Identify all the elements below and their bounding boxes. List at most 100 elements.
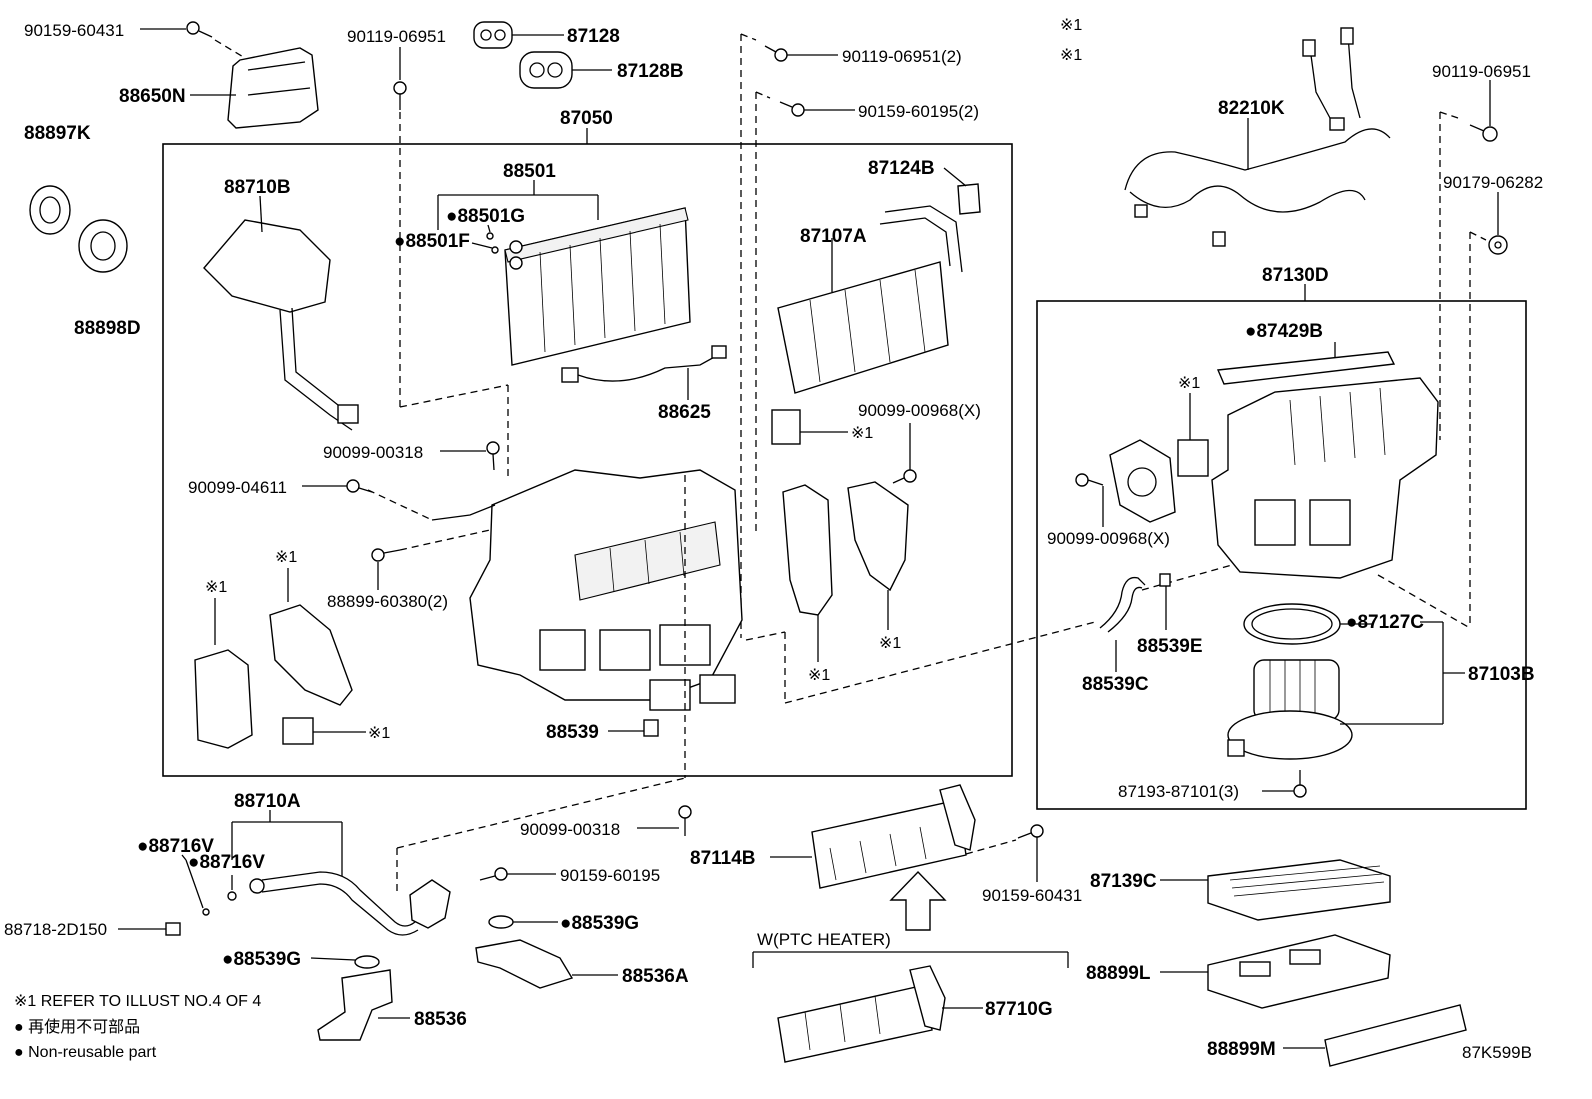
part-label-90159-60431: 90159-60431 (24, 21, 124, 40)
grommet-87128B-part (519, 51, 573, 89)
sensor-88625-part (561, 345, 727, 383)
screw-icon (346, 479, 373, 493)
reference-mark: ※1 (368, 725, 390, 742)
part-label-87139C: 87139C (1090, 871, 1157, 892)
wire-harness-82210K-part (1124, 27, 1391, 247)
screw-icon (393, 81, 407, 110)
legend-non-reusable-jp: ● 再使用不可部品 (14, 1018, 140, 1036)
part-label-88539: 88539 (546, 722, 599, 743)
screw-icon (479, 867, 508, 881)
ptc-heater-variant-label: W(PTC HEATER) (757, 930, 891, 949)
illustration-code: 87K599B (1462, 1043, 1532, 1062)
part-label-88501F: ●88501F (394, 231, 470, 252)
nut-icon (1488, 235, 1508, 255)
part-label-90099-04611: 90099-04611 (188, 478, 287, 497)
grommet-88539G-part (488, 915, 514, 929)
part-label-87050: 87050 (560, 108, 613, 129)
part-label-88539C: 88539C (1082, 674, 1149, 695)
part-label-87127C: ●87127C (1346, 612, 1424, 633)
part-label-90119-06951-right: 90119-06951 (1432, 62, 1531, 81)
blower-case-87130D-part (1211, 377, 1439, 579)
reference-mark: ※1 (205, 579, 227, 596)
seal-88897K-part (29, 185, 71, 235)
actuator-part (782, 484, 833, 662)
part-label-88710A: 88710A (234, 791, 301, 812)
part-label-90099-00968-x: 90099-00968(X) (858, 401, 981, 420)
reference-mark: ※1 (851, 425, 873, 442)
air-filter-87139C-part (1207, 859, 1391, 921)
screw-icon (486, 441, 500, 471)
ptc-heater-87710G-part (777, 965, 946, 1063)
reference-mark: ※1 (275, 549, 297, 566)
part-label-88899M: 88899M (1207, 1039, 1276, 1060)
part-label-88539G: ●88539G (560, 913, 639, 934)
screw-icon (779, 101, 805, 117)
part-label-90159-60195-2: 90159-60195(2) (858, 102, 979, 121)
servo-motor-part (771, 409, 848, 445)
hvac-case-87050-part (469, 469, 743, 711)
screw-icon (1075, 473, 1104, 487)
part-label-87107A: 87107A (800, 226, 867, 247)
grommet-87128-part (473, 21, 513, 49)
part-label-82210K: 82210K (1218, 98, 1285, 119)
motor-cover-part (1109, 439, 1176, 523)
part-label-87124B: 87124B (868, 158, 935, 179)
screw-icon (1469, 124, 1498, 142)
arrow-up-icon (889, 870, 947, 931)
actuator-part (847, 481, 909, 630)
part-label-87710G: 87710G (985, 999, 1053, 1020)
part-label-88899L: 88899L (1086, 963, 1151, 984)
bracket-88536A-part (475, 939, 574, 989)
drain-hose-88710A-part (249, 871, 451, 936)
part-label-90159-60431-bottom: 90159-60431 (982, 886, 1082, 905)
duct-88710B-part (203, 219, 359, 431)
cap-88539E-part (1159, 573, 1171, 587)
part-label-88710B: 88710B (224, 177, 291, 198)
part-label-88716V: ●88716V (137, 836, 214, 857)
part-label-90099-00318: 90099-00318 (323, 443, 423, 462)
screw-icon (678, 805, 692, 836)
filter-cover-88899M-part (1324, 1004, 1467, 1067)
part-label-88536A: 88536A (622, 966, 689, 987)
filter-case-88899L-part (1207, 934, 1391, 1009)
hose-88539C-part (1099, 576, 1146, 633)
part-label-88536: 88536 (414, 1009, 467, 1030)
heater-core-87107A-part (777, 205, 963, 394)
part-label-88650N: 88650N (119, 86, 186, 107)
legend-refer-note: ※1 REFER TO ILLUST NO.4 OF 4 (14, 993, 261, 1010)
servo-motor-part (282, 717, 366, 745)
part-label-87429B: ●87429B (1245, 321, 1323, 342)
bracket-88536-part (317, 969, 393, 1041)
part-label-88539E: 88539E (1137, 636, 1203, 657)
servo-motor-part (194, 598, 253, 749)
part-label-87103B: 87103B (1468, 664, 1535, 685)
part-label-87130D: 87130D (1262, 265, 1329, 286)
reference-mark: ※1 (808, 667, 830, 684)
reference-mark: ※1 (879, 635, 901, 652)
part-label-87128: 87128 (567, 26, 620, 47)
part-label-90099-00318-b: 90099-00318 (520, 820, 620, 839)
legend-non-reusable-en: ● Non-reusable part (14, 1044, 157, 1061)
gasket-87127C-part (1243, 603, 1341, 645)
part-label-90179-06282: 90179-06282 (1443, 173, 1543, 192)
part-label-90119-06951: 90119-06951 (347, 27, 446, 46)
seal-88898D-part (78, 219, 128, 273)
ptc-heater-87114B-part (811, 784, 976, 889)
assembly-87130D-frame (1036, 300, 1527, 810)
part-label-88501G: ●88501G (446, 206, 525, 227)
part-label-88899-60380-2: 88899-60380(2) (327, 592, 448, 611)
reference-mark: ※1 (1178, 375, 1200, 392)
screw-icon (892, 469, 917, 484)
screw-icon (186, 21, 213, 38)
seal-strip-87429B-part (1216, 351, 1396, 385)
part-label-88898D: 88898D (74, 318, 141, 339)
clip-88718-2D150-part (165, 922, 181, 936)
cap-88539-part (643, 719, 659, 737)
part-label-87114B: 87114B (690, 848, 756, 869)
screw-icon (1293, 770, 1307, 798)
part-label-88718-2D150: 88718-2D150 (4, 920, 107, 939)
part-label-87128B: 87128B (617, 61, 684, 82)
part-label-87193-87101-3: 87193-87101(3) (1118, 782, 1239, 801)
